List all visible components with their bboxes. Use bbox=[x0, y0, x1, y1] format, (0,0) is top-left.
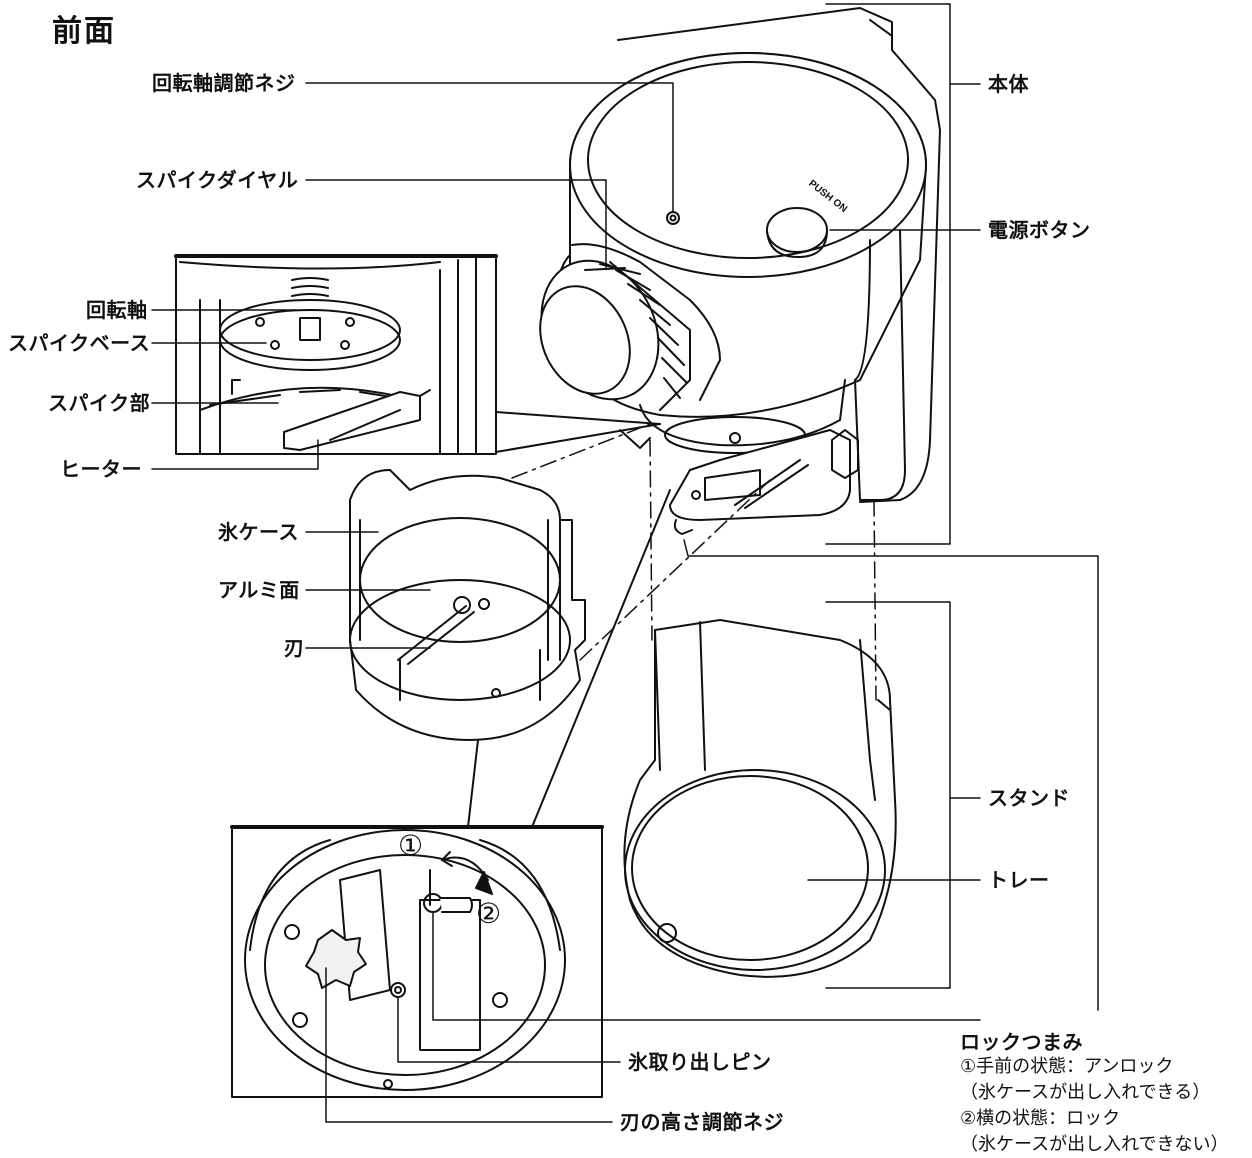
lock-knob-line-2: （氷ケースが出し入れできる） bbox=[960, 1082, 1211, 1103]
lock-knob-line-3: ②横の状態：ロック bbox=[960, 1108, 1121, 1129]
label-spike-base: スパイクベース bbox=[8, 331, 151, 355]
main-body-illustration: PUSH ON bbox=[539, 7, 941, 535]
step-2-marker: ② bbox=[476, 897, 502, 930]
guide-lines bbox=[511, 423, 877, 701]
label-stand: スタンド bbox=[988, 786, 1070, 810]
brackets bbox=[825, 3, 951, 989]
lock-knob-line-4: （氷ケースが出し入れできない） bbox=[960, 1134, 1229, 1155]
label-blade-height-screw: 刃の高さ調節ネジ bbox=[620, 1110, 784, 1134]
lock-knob-title: ロックつまみ bbox=[960, 1030, 1083, 1054]
label-power-button: 電源ボタン bbox=[988, 218, 1091, 242]
label-heater: ヒーター bbox=[60, 457, 142, 481]
step-1-marker: ① bbox=[398, 829, 424, 862]
label-ice-case: 氷ケース bbox=[218, 520, 299, 544]
underside-detail-inset bbox=[230, 489, 671, 1098]
label-main-body: 本体 bbox=[988, 72, 1029, 96]
label-tray: トレー bbox=[988, 868, 1050, 892]
label-rotation-shaft: 回転軸 bbox=[86, 298, 148, 322]
lock-knob-note: ロックつまみ ①手前の状態：アンロック （氷ケースが出し入れできる） ②横の状態… bbox=[960, 1030, 1229, 1158]
label-blade: 刃 bbox=[284, 636, 305, 660]
page-title: 前面 bbox=[52, 14, 116, 49]
label-spike-part: スパイク部 bbox=[48, 391, 151, 415]
spike-detail-inset bbox=[174, 254, 661, 455]
label-spike-dial: スパイクダイヤル bbox=[136, 168, 299, 192]
label-rotation-screw: 回転軸調節ネジ bbox=[152, 71, 296, 95]
label-ice-pin: 氷取り出しピン bbox=[628, 1050, 772, 1074]
ice-case-illustration bbox=[349, 469, 586, 741]
label-aluminum-surface: アルミ面 bbox=[218, 578, 300, 602]
lock-knob-line-1: ①手前の状態：アンロック bbox=[960, 1056, 1174, 1077]
stand-illustration bbox=[623, 619, 897, 978]
leader-lines bbox=[151, 82, 1099, 1123]
